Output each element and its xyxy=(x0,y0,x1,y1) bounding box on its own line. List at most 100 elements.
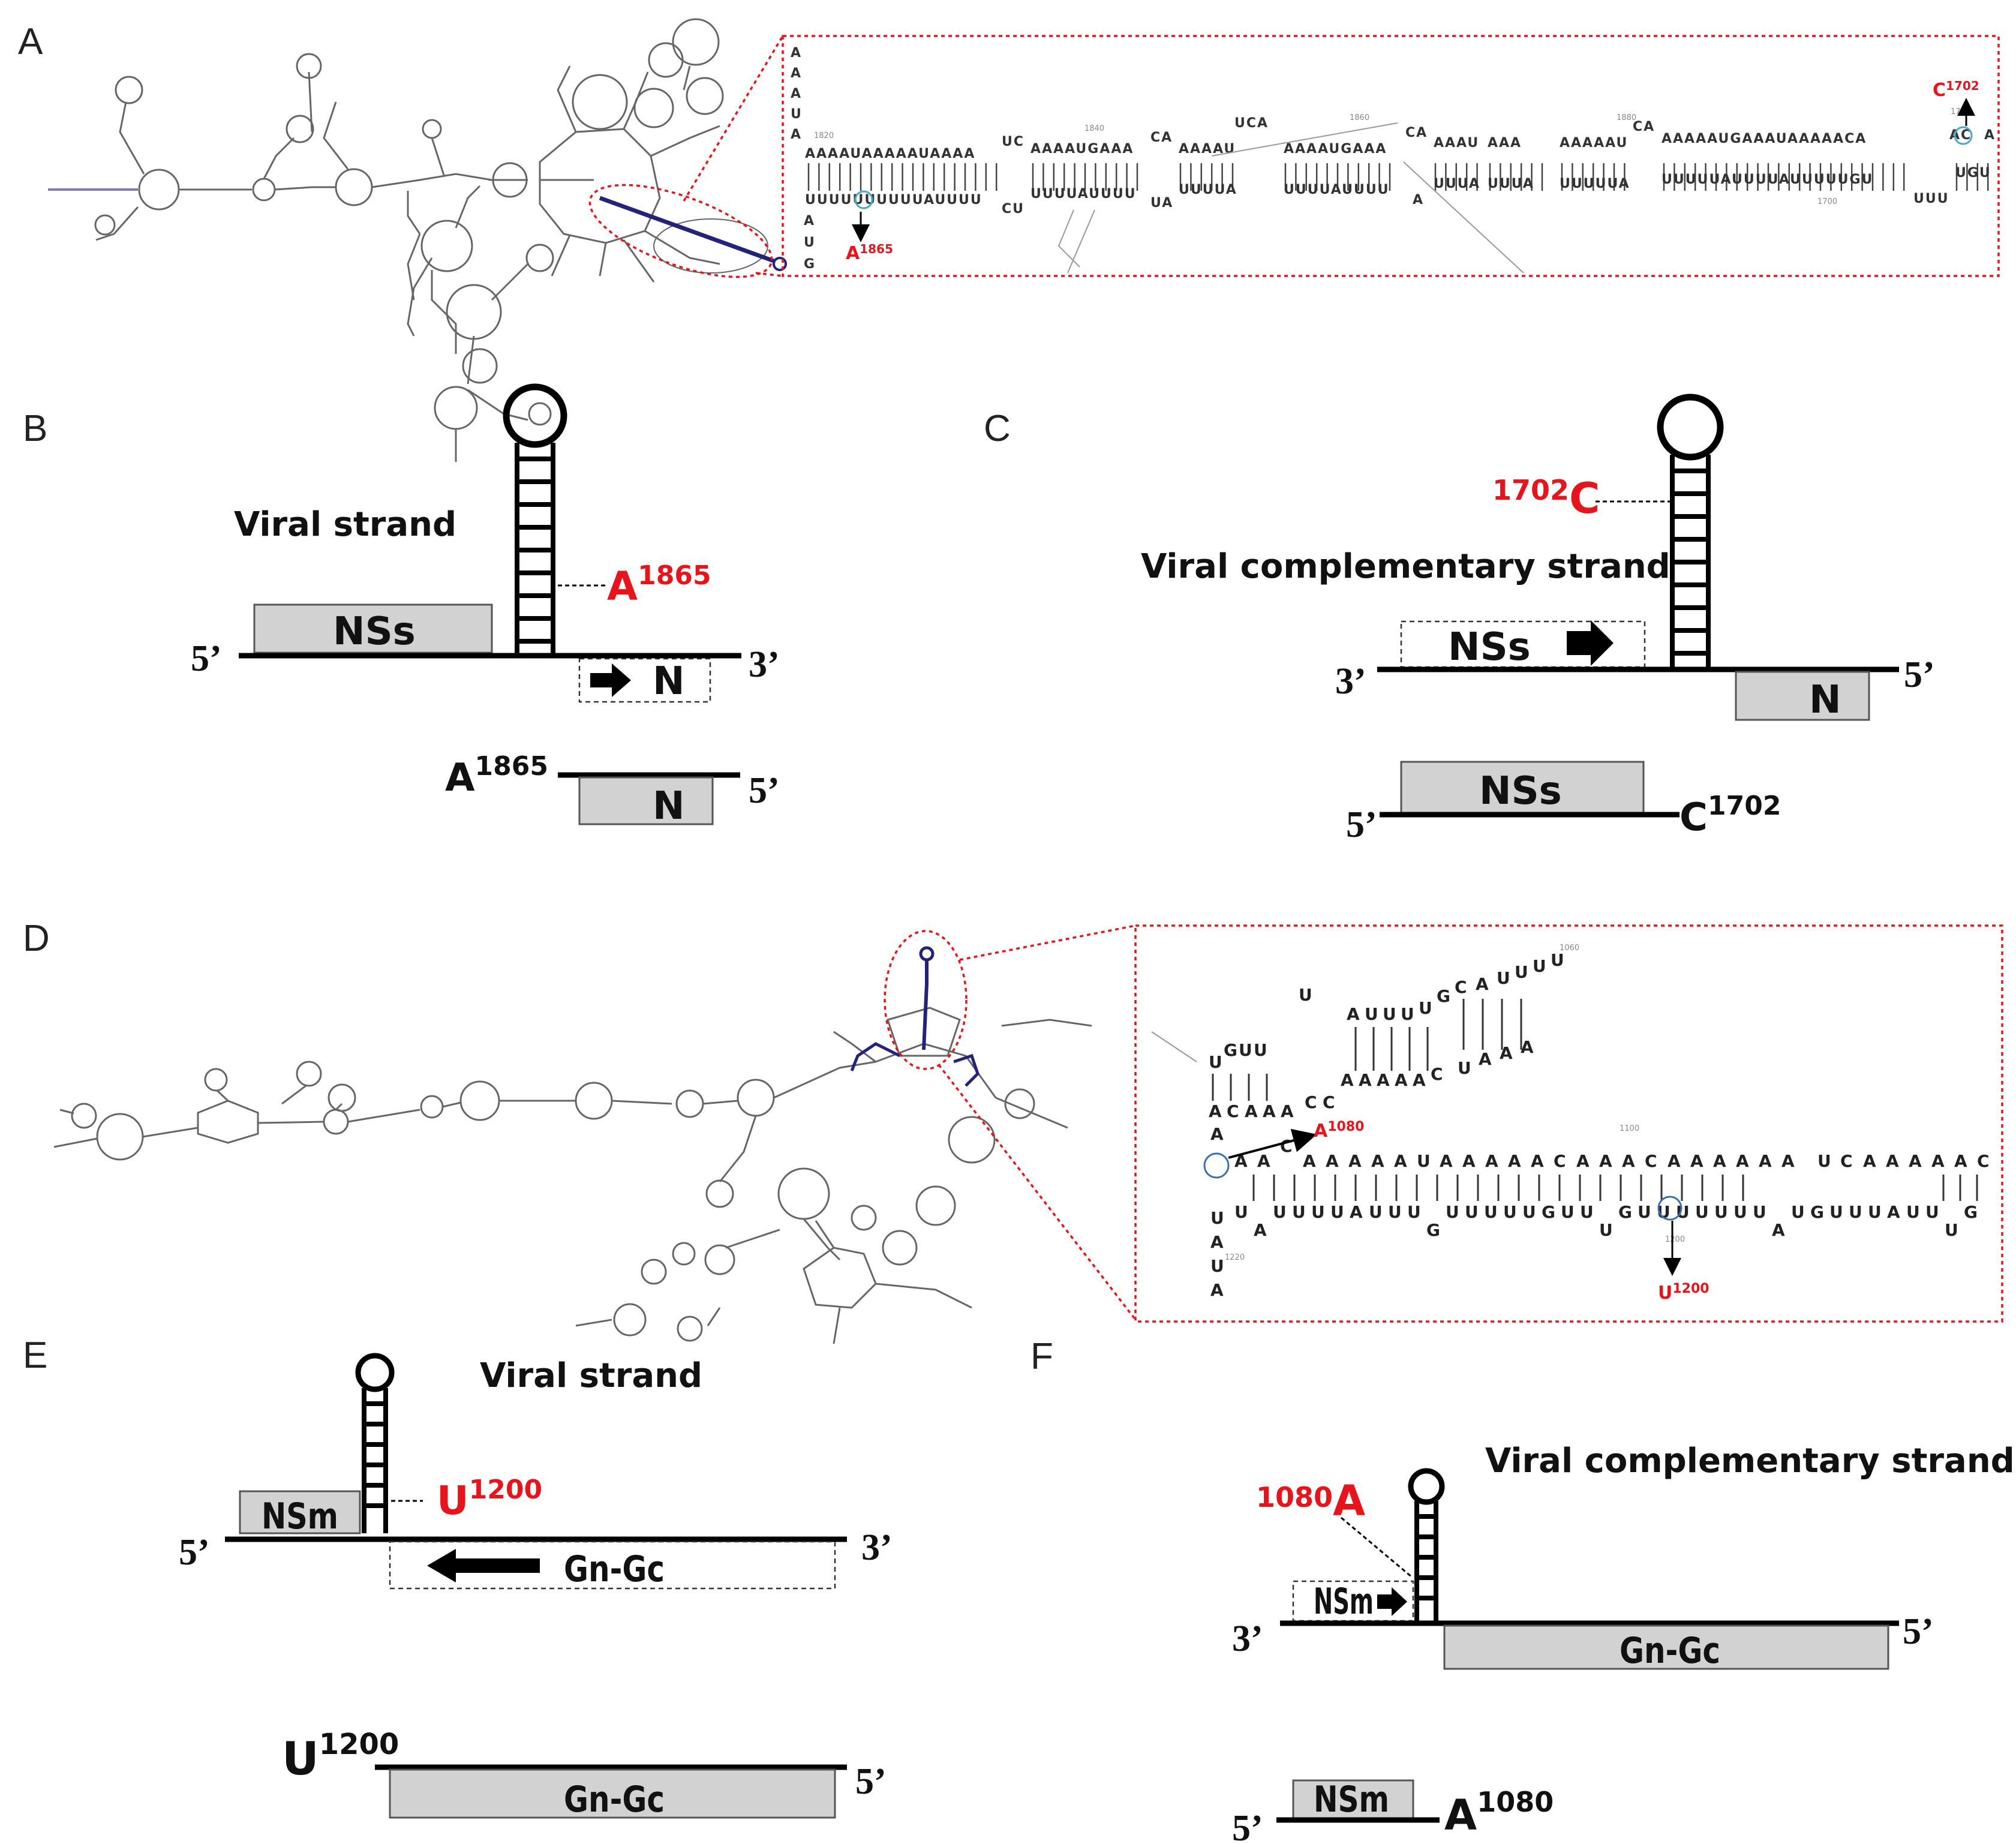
inset-a-top-seg4: CA xyxy=(1150,130,1173,145)
inset-a-bot-seg8: UUUA xyxy=(1434,176,1480,191)
inset-d-base: A xyxy=(1303,1151,1317,1171)
inset-d-base: U xyxy=(1330,1202,1345,1222)
inset-d-base: A xyxy=(1931,1151,1946,1171)
panel-c-strand-title: Viral complementary strand xyxy=(1141,547,1671,586)
inset-d-base: U xyxy=(1791,1202,1806,1222)
panel-e-end-3: 3’ xyxy=(861,1527,893,1568)
inset-a-bot-seg11: UUUUUAUUUUAUUUUUGU xyxy=(1662,172,1873,187)
inset-a-top-seg13: AAAAAUGAAAUAAAAACA xyxy=(1662,131,1867,146)
inset-d-base: A xyxy=(1350,1202,1364,1222)
inset-d-base: G xyxy=(1542,1202,1557,1222)
panel-f-product-end-5: 5’ xyxy=(1232,1808,1263,1844)
inset-d-base: U xyxy=(1657,1202,1672,1222)
panel-f-end-3: 3’ xyxy=(1232,1618,1263,1659)
panel-d-zoom-line-top xyxy=(959,924,1136,961)
inset-d-col-base: U xyxy=(1210,1256,1225,1276)
inset-d-base: U xyxy=(1515,962,1530,982)
panel-f-hairpin xyxy=(1408,1468,1445,1621)
panel-d-inset-box xyxy=(1134,924,2003,1323)
inset-d-col-base: A xyxy=(1210,1280,1225,1300)
inset-a-pos-6: 1720 xyxy=(1951,107,1970,116)
inset-a-top-seg10: AAA xyxy=(1488,136,1522,151)
inset-d-base: G xyxy=(1437,986,1452,1006)
inset-d-base: A xyxy=(1622,1151,1636,1171)
panel-f-product-nsm-label: NSm xyxy=(1314,1779,1389,1821)
inset-d-base: A xyxy=(1863,1151,1877,1171)
inset-d-base: A xyxy=(1668,1151,1682,1171)
inset-d-base: U xyxy=(1714,1202,1729,1222)
panel-b-end-5: 5’ xyxy=(191,638,222,679)
inset-d-base: A xyxy=(1245,1101,1259,1121)
inset-d-base: A xyxy=(1954,1151,1969,1171)
inset-d-base: U xyxy=(1292,1202,1307,1222)
inset-d-base: U xyxy=(1388,1202,1403,1222)
inset-a-top-seg2: UC xyxy=(1002,134,1024,149)
inset-d-base: U xyxy=(1273,1202,1288,1222)
panel-b-nss-label: NSs xyxy=(333,609,416,654)
inset-a-top-seg11: AAAAAU xyxy=(1560,136,1628,151)
panel-c-product-end-5: 5’ xyxy=(1346,804,1377,845)
inset-d-base: A xyxy=(1736,1151,1750,1171)
inset-d-base: G xyxy=(1426,1220,1441,1240)
inset-a-pos-2: 1840 xyxy=(1084,124,1104,133)
inset-d-base: A xyxy=(1521,1037,1535,1057)
inset-d-base: A xyxy=(1713,1151,1727,1171)
inset-a-top-seg8: CA xyxy=(1405,125,1428,140)
panel-f-end-5: 5’ xyxy=(1903,1611,1934,1652)
panel-e-product-end-5: 5’ xyxy=(855,1761,887,1802)
panel-c-nss-gene-box-dashed xyxy=(1400,620,1646,668)
inset-a-col-base: A xyxy=(804,214,815,229)
panel-a-inset-box xyxy=(782,35,2000,277)
panel-e-product-gngc-box xyxy=(389,1768,836,1819)
inset-d-base: U xyxy=(1497,968,1512,988)
inset-a-bot-seg12: UUU xyxy=(1913,191,1949,206)
inset-d-base: U xyxy=(1906,1202,1921,1222)
panel-b-nss-gene-box xyxy=(253,603,493,654)
inset-d-base: A xyxy=(1371,1151,1386,1171)
inset-d-base: U xyxy=(1580,1202,1595,1222)
inset-d-base: A xyxy=(1413,1070,1427,1090)
inset-d-base: U xyxy=(1365,1004,1380,1024)
inset-a-bot-seg2: CU xyxy=(1002,202,1024,217)
inset-d-pos-2: 1100 xyxy=(1620,1124,1639,1133)
inset-d-base: C xyxy=(1280,1136,1294,1156)
inset-d-base: U xyxy=(1465,1202,1480,1222)
inset-d-pos-4: 1200 xyxy=(1665,1235,1685,1244)
inset-d-base: U xyxy=(1817,1151,1832,1171)
inset-d-base: A xyxy=(1772,1220,1786,1240)
panel-b-strand-title: Viral strand xyxy=(234,505,456,544)
inset-d-base: U xyxy=(1209,1052,1224,1072)
panel-f-product-nsm-box xyxy=(1292,1779,1414,1820)
inset-d-base: A xyxy=(1485,1151,1500,1171)
inset-d-col-base: U xyxy=(1210,1208,1225,1228)
inset-d-base: U xyxy=(1925,1202,1940,1222)
inset-d-base: A xyxy=(1377,1070,1391,1090)
panel-c-nss-arrow xyxy=(1567,620,1614,666)
inset-d-base: A xyxy=(1759,1151,1773,1171)
inset-d-base: G xyxy=(1810,1202,1825,1222)
inset-d-base: A xyxy=(1395,1070,1409,1090)
inset-a-top-seg15: A xyxy=(1984,128,1996,143)
inset-a-top-seg12: CA xyxy=(1633,119,1655,134)
panel-label-b: B xyxy=(23,408,47,449)
inset-d-pos-1: 1060 xyxy=(1560,944,1579,953)
inset-d-base: U xyxy=(1533,956,1548,976)
inset-a-col-base: A xyxy=(791,46,802,61)
inset-d-base: U xyxy=(1419,998,1434,1018)
inset-a-top-seg9: AAAU xyxy=(1434,136,1479,151)
inset-a-bot-seg1: UUUUUUUUUUAUUUU xyxy=(805,193,983,208)
inset-a-col-base: A xyxy=(791,66,802,81)
panel-f-marker-a1080: 1080A xyxy=(1256,1476,1365,1525)
inset-a-top-seg7: AAAAUGAAA xyxy=(1284,142,1387,157)
inset-d-base: U xyxy=(1299,985,1314,1005)
inset-d-base: U xyxy=(1695,1202,1710,1222)
inset-a-pos-1: 1820 xyxy=(814,131,834,140)
panel-e-strand-title: Viral strand xyxy=(480,1356,702,1395)
panel-f-nsm-label: NSm xyxy=(1314,1581,1374,1623)
inset-d-base: U xyxy=(1599,1220,1614,1240)
inset-a-top-seg1: AAAAUAAAAAUAAAA xyxy=(805,146,975,161)
panel-label-a: A xyxy=(18,21,43,62)
